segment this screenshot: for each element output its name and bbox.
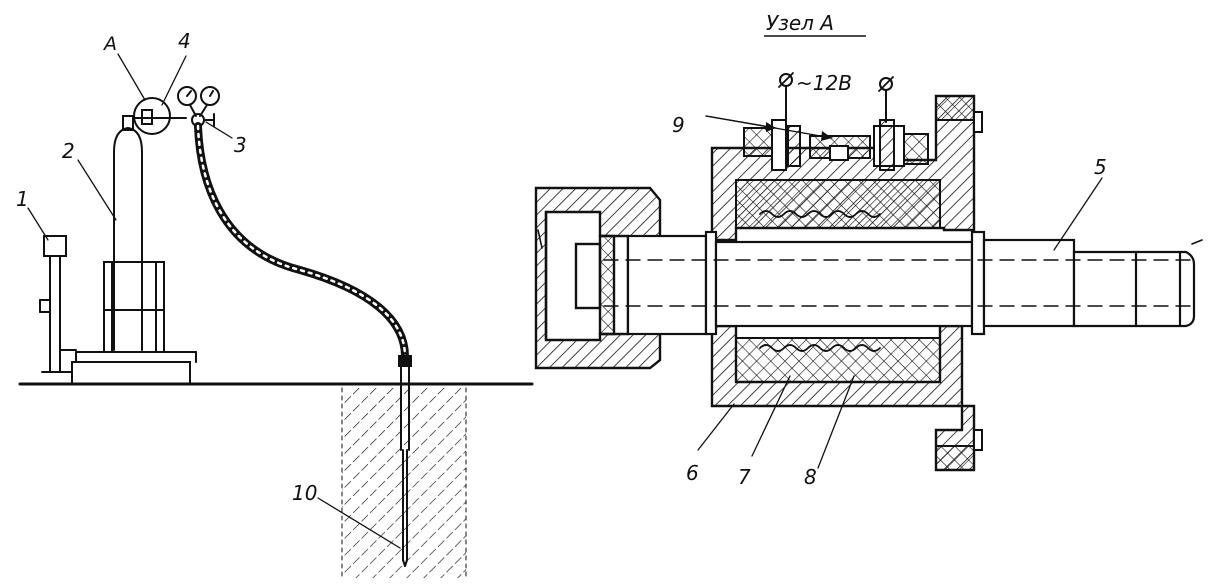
node-a-valve (132, 97, 187, 135)
label-5: 5 (1094, 155, 1107, 179)
terminals-9 (743, 79, 929, 171)
node-title: Узел А (766, 11, 834, 35)
label-a: A (102, 33, 117, 55)
reducer-3 (177, 86, 220, 127)
voltage-label: ~12В (796, 71, 852, 95)
heater-coil-7 (759, 210, 881, 352)
label-3: 3 (234, 133, 247, 157)
base-plate (71, 351, 197, 385)
label-7: 7 (738, 465, 751, 489)
shaft-5 (626, 230, 1203, 336)
label-8: 8 (804, 465, 817, 489)
flange-bolts (935, 95, 983, 471)
label-6: 6 (686, 461, 699, 485)
label-9: 9 (672, 113, 685, 137)
stand-1 (39, 235, 77, 373)
label-1: 1 (16, 187, 29, 211)
installation-scheme (18, 53, 534, 579)
probe-10 (398, 355, 412, 567)
leader-lines-left (27, 53, 401, 549)
hose (194, 122, 410, 362)
gas-cylinder-2 (103, 115, 165, 353)
label-10: 10 (292, 481, 317, 505)
shaft-dashed-lines (603, 259, 1191, 307)
label-4: 4 (178, 29, 191, 53)
label-2: 2 (62, 139, 75, 163)
node-a-section (534, 72, 1203, 472)
